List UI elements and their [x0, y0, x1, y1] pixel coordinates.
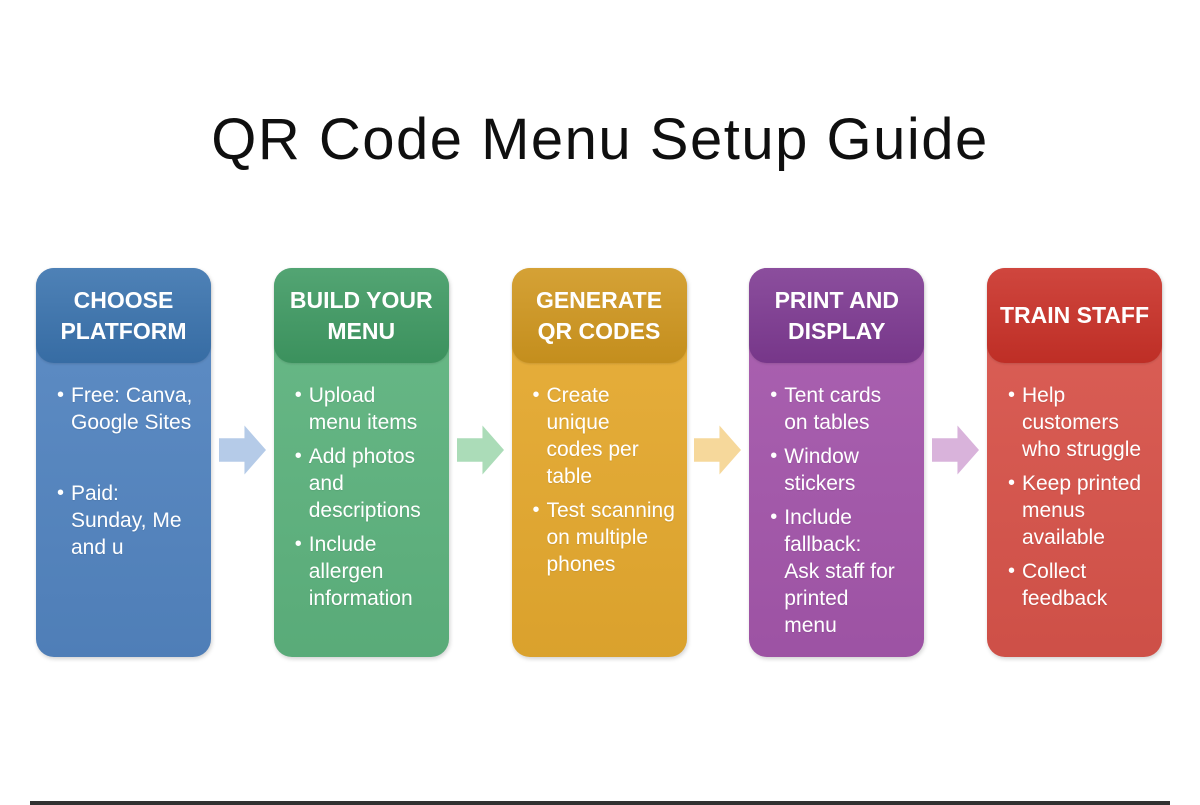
step-print-and-display: PRINT AND DISPLAY • Tent cards on tables… [749, 268, 925, 657]
list-item-text: Collect feedback [1022, 560, 1108, 610]
right-arrow-icon [456, 425, 504, 475]
step-choose-platform-body: • Free: Canva, Google Sites • Paid: Sund… [36, 363, 211, 657]
list-item: • Window stickers [770, 443, 916, 497]
list-item-text: Upload menu items [308, 384, 418, 434]
bullet-icon: • [770, 445, 778, 467]
list-item-text: Tent cards on tables [784, 384, 882, 434]
step-print-and-display-body: • Tent cards on tables • Window stickers… [749, 363, 924, 657]
process-flow: CHOOSE PLATFORM • Free: Canva, Google Si… [36, 268, 1162, 657]
list-item-text: Add photos and descriptions [308, 445, 421, 522]
step-generate-qr-codes-header: GENERATE QR CODES [511, 268, 687, 363]
step-build-your-menu-header: BUILD YOUR MENU [273, 268, 449, 363]
bottom-edge-line [30, 801, 1170, 805]
flow-arrow-1 [211, 268, 274, 657]
list-item: • Free: Canva, Google Sites [57, 382, 203, 436]
bullet-icon: • [294, 533, 302, 555]
bullet-icon: • [770, 506, 778, 528]
right-arrow-icon [932, 425, 980, 475]
list-item: • Keep printed menus available [1008, 470, 1154, 551]
step-choose-platform-header: CHOOSE PLATFORM [36, 268, 211, 363]
bullet-icon: • [532, 499, 540, 521]
list-item-text: Include fallback: Ask staff for printed … [784, 506, 895, 637]
step-generate-qr-codes: GENERATE QR CODES • Create unique codes … [511, 268, 687, 657]
list-item: • Add photos and descriptions [295, 443, 441, 524]
list-item: • Create unique codes per table [533, 382, 679, 490]
bullet-icon: • [532, 384, 540, 406]
bullet-icon: • [1008, 472, 1016, 494]
list-item-text: Create unique codes per table [546, 384, 639, 488]
list-item: • Paid: Sunday, Me and u [57, 480, 203, 561]
flow-arrow-2 [449, 268, 512, 657]
page-title: QR Code Menu Setup Guide [211, 107, 989, 172]
flow-arrow-3 [687, 268, 750, 657]
list-item: • Include allergen information [295, 531, 441, 612]
step-train-staff-header: TRAIN STAFF [987, 268, 1162, 363]
bullet-icon: • [770, 384, 778, 406]
step-train-staff: TRAIN STAFF • Help customers who struggl… [987, 268, 1162, 657]
step-generate-qr-codes-body: • Create unique codes per table • Test s… [512, 363, 687, 657]
list-item: • Help customers who struggle [1008, 382, 1154, 463]
list-item-text: Paid: Sunday, Me and u [71, 482, 182, 559]
step-choose-platform: CHOOSE PLATFORM • Free: Canva, Google Si… [36, 268, 211, 657]
bullet-icon: • [294, 445, 302, 467]
bullet-icon: • [1008, 384, 1016, 406]
bullet-icon: • [57, 482, 65, 504]
step-build-your-menu-body: • Upload menu items • Add photos and des… [274, 363, 449, 657]
step-print-and-display-header: PRINT AND DISPLAY [749, 268, 925, 363]
bullet-icon: • [1008, 560, 1016, 582]
list-item-text: Free: Canva, Google Sites [71, 384, 193, 434]
list-item: • Test scanning on multiple phones [533, 497, 679, 578]
list-item-text: Test scanning on multiple phones [546, 499, 675, 576]
list-item-text: Include allergen information [308, 533, 413, 610]
list-item-text: Keep printed menus available [1022, 472, 1142, 549]
list-item: • Collect feedback [1008, 558, 1154, 612]
list-item: • Upload menu items [295, 382, 441, 436]
list-item: • Include fallback: Ask staff for printe… [770, 504, 916, 639]
right-arrow-icon [218, 425, 266, 475]
flow-arrow-4 [924, 268, 987, 657]
step-train-staff-body: • Help customers who struggle • Keep pri… [987, 363, 1162, 657]
right-arrow-icon [694, 425, 742, 475]
step-build-your-menu: BUILD YOUR MENU • Upload menu items • Ad… [273, 268, 449, 657]
list-item-text: Window stickers [784, 445, 859, 495]
list-item: • Tent cards on tables [770, 382, 916, 436]
list-item-text: Help customers who struggle [1022, 384, 1142, 461]
bullet-icon: • [57, 384, 65, 406]
bullet-icon: • [294, 384, 302, 406]
